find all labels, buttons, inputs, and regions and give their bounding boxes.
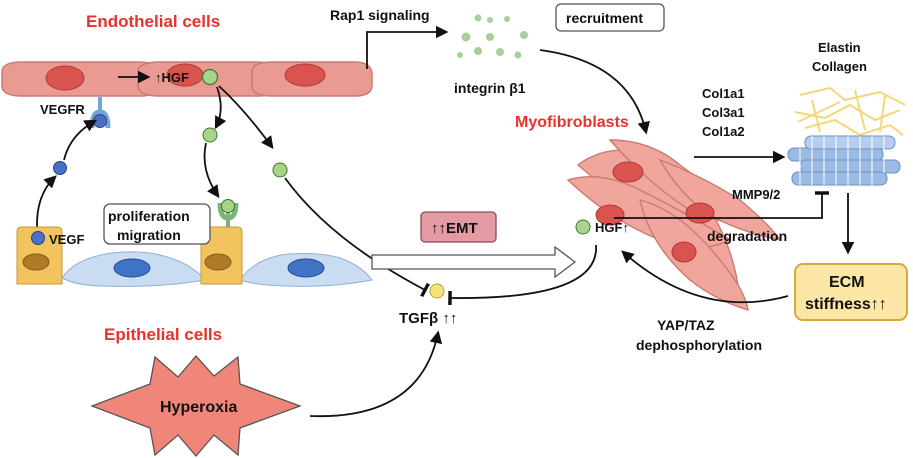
recruitment-arrow [539,49,650,135]
hgf-up-label: ↑HGF [155,70,189,85]
dephosphorylation-label: dephosphorylation [636,337,762,353]
emt-label: ↑↑EMT [431,220,478,237]
hgf-inhibits-tgfb [284,177,430,298]
stiffness-label: stiffness↑↑ [805,296,887,313]
rap1-arrow [366,25,449,69]
col3a1-label: Col3a1 [702,105,745,120]
yap-taz-label: YAP/TAZ [657,317,715,333]
hgf-release-arrow-a [214,86,227,130]
ecm-stiffness-box [794,263,908,321]
epithelial-cell-right [200,199,243,285]
endothelial-nucleus-1 [45,65,85,91]
epithelial-cell-left [16,226,63,285]
hgf-ligand-b [272,162,288,178]
recruitment-box [555,3,665,32]
hgf-ligand-endothelial [201,68,219,86]
degradation-label: degradation [707,228,787,244]
proliferation-label: proliferation [108,208,190,224]
hgf-to-receptor-arrow [203,142,220,199]
hgf-bound-receptor [221,199,235,213]
col1a1-label: Col1a1 [702,86,745,101]
vegfr-receptor [89,97,111,129]
flat-cell-left [61,251,206,287]
endothelial-cells-title: Endothelial cells [86,12,220,31]
vegf-label: VEGF [49,232,84,247]
vegf-to-vegfr-arrow [63,119,98,161]
elastin-fibers [794,86,906,137]
migration-label: migration [117,227,181,243]
ecm-label: ECM [829,274,865,291]
endothelial-nucleus-3 [284,63,326,87]
tgfb-ligand [429,283,445,299]
recruitment-label: recruitment [566,10,643,26]
hgf-myo-inhibits-tgfb [448,244,597,306]
mmp-label: MMP9/2 [732,187,780,202]
hyperoxia-star [90,355,302,457]
tgfb-label: TGFβ ↑↑ [399,310,457,327]
flat-cell-right [239,253,373,287]
hgf-release-arrow-b [218,85,274,150]
hyperoxia-label: Hyperoxia [160,399,237,416]
hgf-myo-label: HGF↑ [595,220,629,235]
vegf-ligand-epithelial [31,231,45,245]
vegf-bound-ligand [93,114,107,128]
rap1-signaling-label: Rap1 signaling [330,7,430,23]
hgf-ligand-a [202,127,218,143]
vegfr-label: VEGFR [40,102,85,117]
hyperoxia-to-tgfb-arrow [309,330,443,418]
collagen-fiber-bundle [787,135,901,186]
vegf-secretion-arrow [36,175,57,229]
epithelial-cells-title: Epithelial cells [104,325,222,344]
col1a2-label: Col1a2 [702,124,745,139]
elastin-label: Elastin [818,40,861,55]
integrin-b1-label: integrin β1 [454,80,526,96]
myofibroblast-cluster [566,139,782,311]
emt-box [420,211,497,243]
proliferation-migration-box [103,203,211,245]
collagen-label: Collagen [812,59,867,74]
mmp-inhibition-line [614,191,830,219]
endothelial-cell-row [1,61,373,97]
yap-taz-arrow [621,250,789,304]
vegf-ligand-mid [53,161,67,175]
integrin-b1-cluster [457,14,528,59]
emt-hollow-arrow [371,245,577,279]
hgf-ligand-myo [575,219,591,235]
myofibroblasts-title: Myofibroblasts [515,114,629,131]
